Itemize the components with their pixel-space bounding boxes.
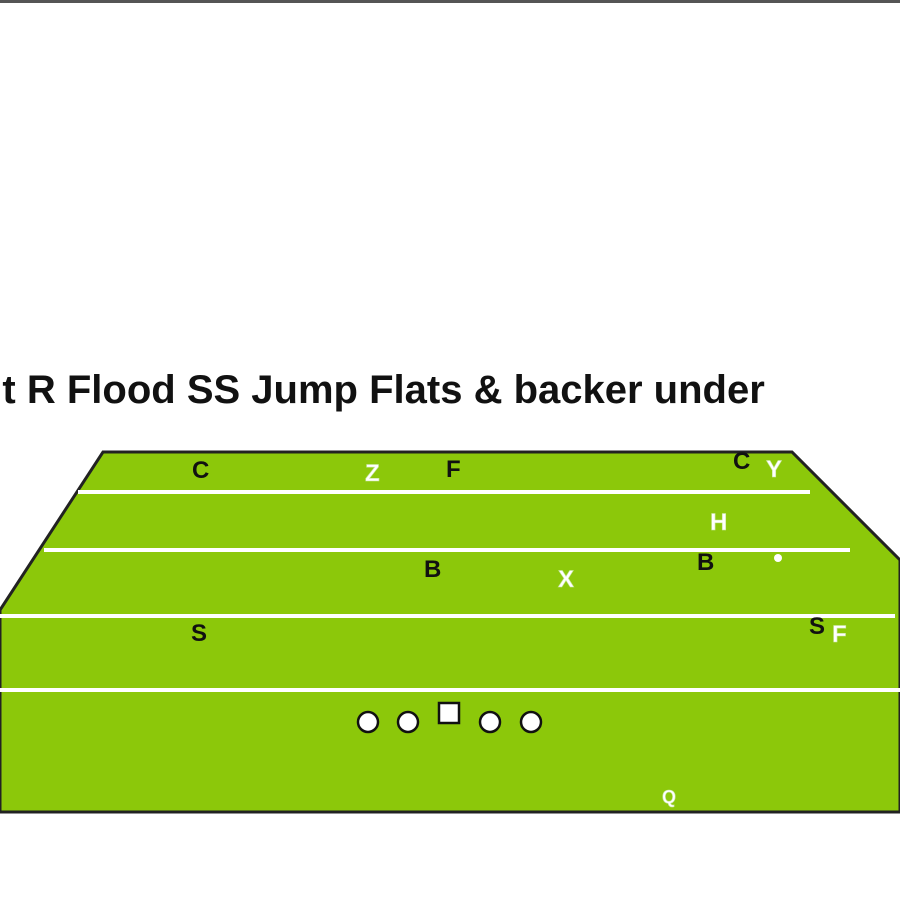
lineman-circle <box>478 710 502 734</box>
field-surface <box>0 450 900 814</box>
z-receiver: Z <box>365 460 380 487</box>
y-receiver: Y <box>766 456 782 483</box>
top-border <box>0 0 900 3</box>
corner-left: C <box>192 457 209 484</box>
lineman-circle <box>396 710 420 734</box>
backer-left: B <box>424 556 441 583</box>
title-strip: nt R Flood SS Jump Flats & backer under <box>0 362 900 418</box>
strong-safety-right: S <box>809 613 825 640</box>
strong-safety-left: S <box>191 620 207 647</box>
quarterback: Q <box>662 787 676 807</box>
free-safety: F <box>446 456 461 483</box>
play-title: nt R Flood SS Jump Flats & backer under <box>0 368 765 412</box>
corner-right: C <box>733 448 750 475</box>
route-marker <box>774 554 782 562</box>
backer-right: B <box>697 549 714 576</box>
center-square <box>437 701 461 725</box>
lineman-circle <box>519 710 543 734</box>
x-receiver: X <box>558 566 574 593</box>
lineman-circle <box>356 710 380 734</box>
f-back: F <box>832 621 847 648</box>
h-back: H <box>710 509 727 536</box>
